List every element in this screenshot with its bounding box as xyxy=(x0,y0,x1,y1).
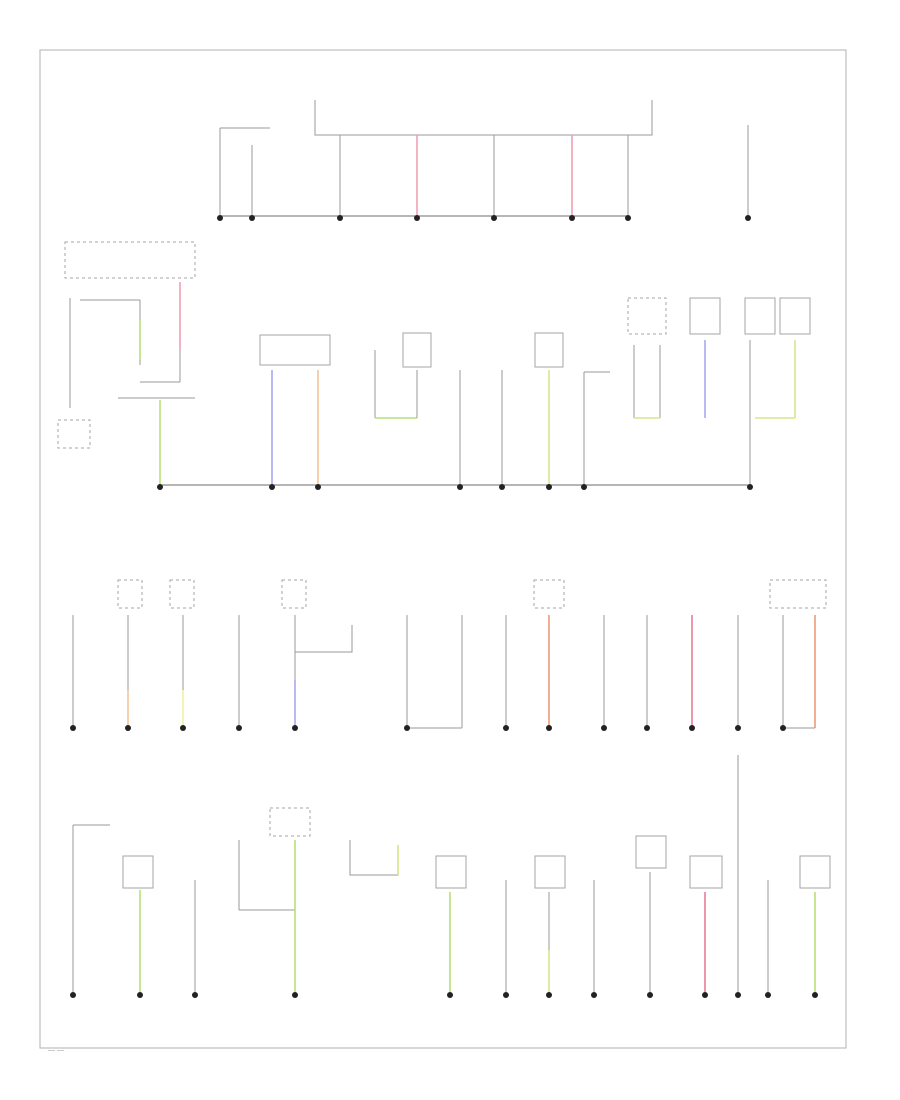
module-box xyxy=(259,334,331,366)
row2-components xyxy=(57,241,811,490)
row3-ground-drops xyxy=(70,579,827,731)
diagram-frame xyxy=(39,49,847,1049)
module-box xyxy=(64,241,196,279)
page-reference: — — xyxy=(48,1047,64,1054)
top-ground-bus xyxy=(217,100,751,221)
row4-ground-drops xyxy=(70,755,831,998)
